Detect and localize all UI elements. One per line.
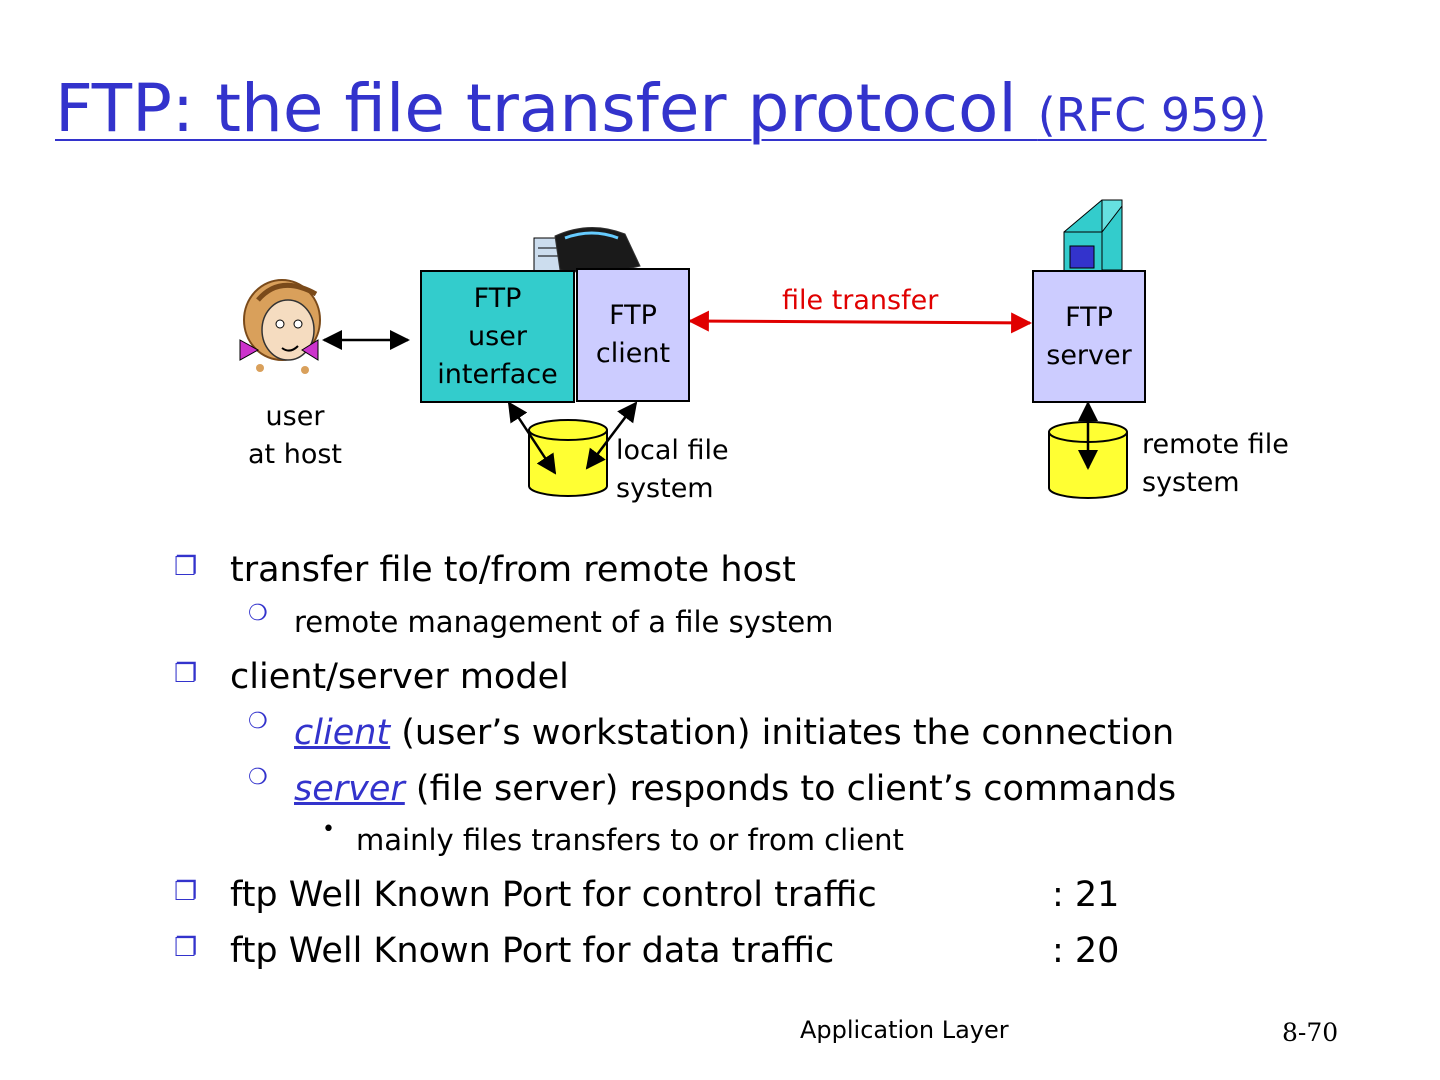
data-port-value: : 20 bbox=[1052, 931, 1120, 971]
bullet-remote-management: ❍ remote management of a file system bbox=[248, 601, 834, 639]
bullet-transfer-file: ❐ transfer file to/from remote host bbox=[174, 550, 796, 590]
local-fs-label: local file system bbox=[616, 435, 729, 504]
interface-disk-arrow bbox=[507, 401, 557, 475]
ftp-client-label: FTP client bbox=[595, 300, 671, 369]
server-link[interactable]: server bbox=[294, 769, 405, 809]
checkbox-bullet-icon: ❐ bbox=[174, 877, 198, 907]
ftp-client-box: FTP client bbox=[576, 268, 690, 402]
ftp-server-box: FTP server bbox=[1032, 270, 1146, 403]
footer-page-number: 8-70 bbox=[1282, 1018, 1339, 1047]
checkbox-bullet-icon: ❐ bbox=[174, 933, 198, 963]
user-at-host-label: user at host bbox=[248, 401, 342, 470]
client-disk-arrow bbox=[585, 401, 638, 470]
workstation-icon bbox=[533, 226, 641, 273]
slide-title: FTP: the file transfer protocol (RFC 959… bbox=[55, 70, 1267, 147]
control-port-value: : 21 bbox=[1052, 875, 1120, 915]
bullet-mainly-files: • mainly files transfers to or from clie… bbox=[322, 817, 904, 857]
footer-section-title: Application Layer bbox=[800, 1016, 1009, 1044]
ftp-user-interface-box: FTP user interface bbox=[420, 270, 575, 403]
ftp-diagram: FTP user interface FTP client FTP server… bbox=[0, 190, 1440, 530]
bullet-server-responds: ❍ server (file server) responds to clien… bbox=[248, 765, 1177, 809]
checkbox-bullet-icon: ❐ bbox=[174, 552, 198, 582]
file-transfer-arrow bbox=[687, 310, 1033, 334]
bullet-control-port: ❐ ftp Well Known Port for control traffi… bbox=[174, 875, 877, 915]
diagram-graphics bbox=[239, 199, 1128, 499]
circle-bullet-icon: ❍ bbox=[248, 709, 268, 734]
circle-bullet-icon: ❍ bbox=[248, 601, 268, 626]
bullet-data-port: ❐ ftp Well Known Port for data traffic bbox=[174, 931, 835, 971]
ftp-server-label: FTP server bbox=[1046, 301, 1132, 371]
ftp-user-interface-label: FTP user interface bbox=[437, 282, 558, 390]
checkbox-bullet-icon: ❐ bbox=[174, 659, 198, 689]
server-tower-icon bbox=[1063, 199, 1123, 273]
bullet-client-server-model: ❐ client/server model bbox=[174, 657, 569, 697]
file-transfer-label: file transfer bbox=[782, 285, 939, 316]
remote-fs-label: remote file system bbox=[1142, 429, 1289, 498]
client-link[interactable]: client bbox=[294, 713, 391, 753]
circle-bullet-icon: ❍ bbox=[248, 765, 268, 790]
dot-bullet-icon: • bbox=[322, 817, 335, 842]
user-person-icon bbox=[239, 279, 321, 374]
bullet-client-initiates: ❍ client (user’s workstation) initiates … bbox=[248, 709, 1175, 753]
